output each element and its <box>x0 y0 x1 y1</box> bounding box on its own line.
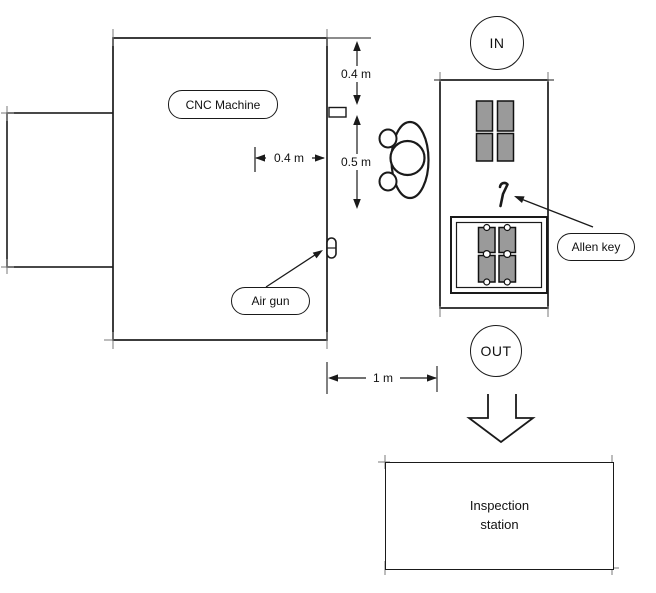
air-gun-label-text: Air gun <box>251 294 290 308</box>
inspection-station-label-line1: Inspection <box>469 498 530 514</box>
raw-part-icons <box>475 100 515 162</box>
machined-part-icons <box>477 223 517 286</box>
out-port-circle: OUT <box>470 325 522 377</box>
inspection-station-label-line2: station <box>480 517 519 532</box>
person-top-view-icon <box>378 120 430 200</box>
cnc-machine-label-text: CNC Machine <box>185 97 261 112</box>
air-gun-pointer-arrow <box>265 250 323 288</box>
cnc-machine-label: CNC Machine <box>168 90 278 119</box>
door-handle-icon <box>328 106 347 118</box>
allen-key-label: Allen key <box>557 233 635 261</box>
lower-gap-dimension-label: 0.5 m <box>334 154 378 170</box>
allen-key-pointer-arrow <box>514 196 594 228</box>
air-gun-label: Air gun <box>231 287 310 315</box>
out-port-label: OUT <box>480 343 512 359</box>
upper-gap-dimension-label: 0.4 m <box>334 66 378 82</box>
air-gun-icon <box>326 237 337 259</box>
door-width-dimension-label: 0.4 m <box>266 150 312 166</box>
side-buffer-rect <box>1 106 116 274</box>
in-port-circle: IN <box>470 16 524 70</box>
aisle-width-dimension-label: 1 m <box>366 370 400 386</box>
allen-key-label-text: Allen key <box>571 240 621 254</box>
allen-key-icon <box>498 181 509 208</box>
in-port-label: IN <box>489 35 505 51</box>
down-block-arrow-icon <box>466 394 536 444</box>
inspection-station-rect: Inspection station <box>385 462 614 570</box>
